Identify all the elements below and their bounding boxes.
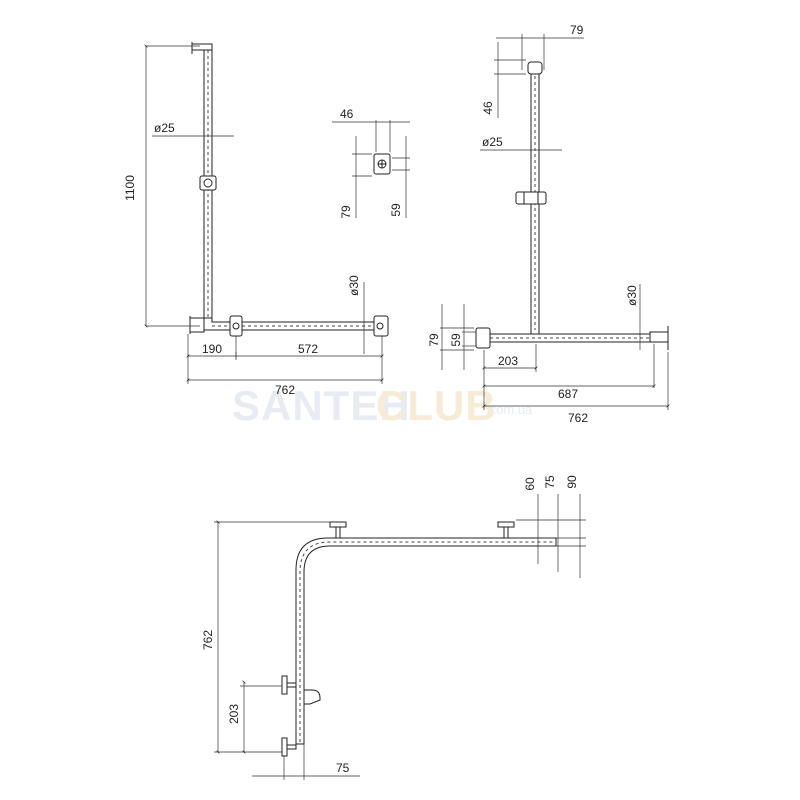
detail-width: 46	[340, 107, 354, 121]
plan-dim-75-bottom: 75	[336, 761, 350, 775]
plan-dim-75: 75	[543, 475, 557, 489]
detail-height-outer: 79	[339, 205, 353, 219]
dim-left-offset: 190	[202, 342, 222, 356]
plan-dim-60: 60	[523, 477, 537, 491]
side-dim-762: 762	[568, 411, 588, 425]
side-bracket-height-inner: 59	[449, 333, 463, 347]
dim-height: 1100	[123, 175, 137, 201]
view-front: 1100 ø25 ø30 190 572 762	[123, 42, 389, 397]
view-side: 79 46 ø25 ø30 79 59 203 687 762	[427, 23, 670, 425]
view-plan: 60 75 90 762 203 75	[201, 475, 586, 780]
dim-tube-diameter: ø25	[154, 121, 175, 135]
watermark-brand-a: SANTEH	[232, 382, 411, 429]
side-bar-diameter: ø30	[625, 285, 639, 306]
side-top-height: 46	[481, 101, 495, 115]
view-holder-detail: 46 79 59	[332, 107, 410, 219]
dim-total-length: 762	[275, 383, 295, 397]
side-dim-203: 203	[498, 354, 518, 368]
plan-l-tube	[295, 537, 557, 745]
side-bracket-height-outer: 79	[427, 333, 441, 347]
plan-dim-762: 762	[201, 630, 215, 650]
watermark-brand-b: CLUB	[376, 382, 497, 429]
plan-dim-203: 203	[227, 704, 241, 724]
side-top-width: 79	[570, 23, 584, 37]
dim-middle-span: 572	[298, 342, 318, 356]
side-tube-diameter: ø25	[482, 135, 503, 149]
watermark-domain: .com.ua	[486, 402, 533, 417]
plan-dim-90: 90	[565, 475, 579, 489]
detail-height-inner: 59	[389, 203, 403, 217]
side-dim-687: 687	[558, 387, 578, 401]
shower-holder	[199, 175, 217, 191]
dim-bar-diameter: ø30	[347, 275, 361, 296]
watermark: SANTEH CLUB .com.ua	[232, 382, 533, 429]
